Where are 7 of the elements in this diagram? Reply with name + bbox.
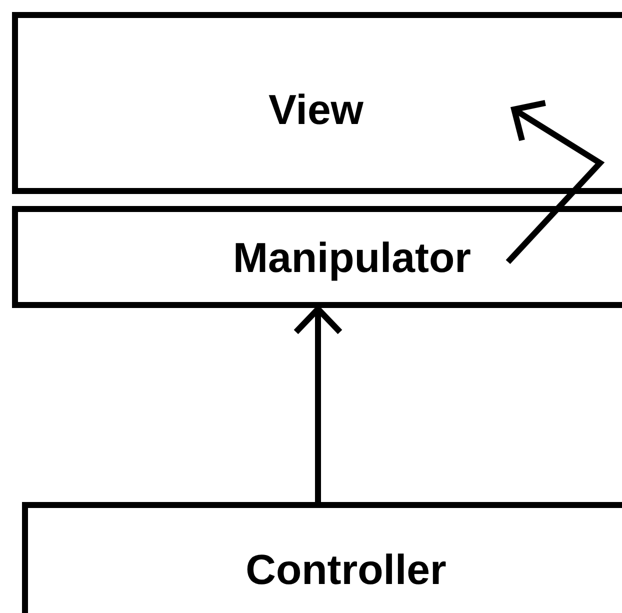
box-label: View <box>268 86 364 134</box>
arrow <box>506 100 605 264</box>
manipulator-box <box>12 206 622 308</box>
arrow <box>293 306 343 502</box>
box-label: Manipulator <box>233 234 471 282</box>
view-box <box>12 12 622 194</box>
box-label: Controller <box>246 546 446 594</box>
